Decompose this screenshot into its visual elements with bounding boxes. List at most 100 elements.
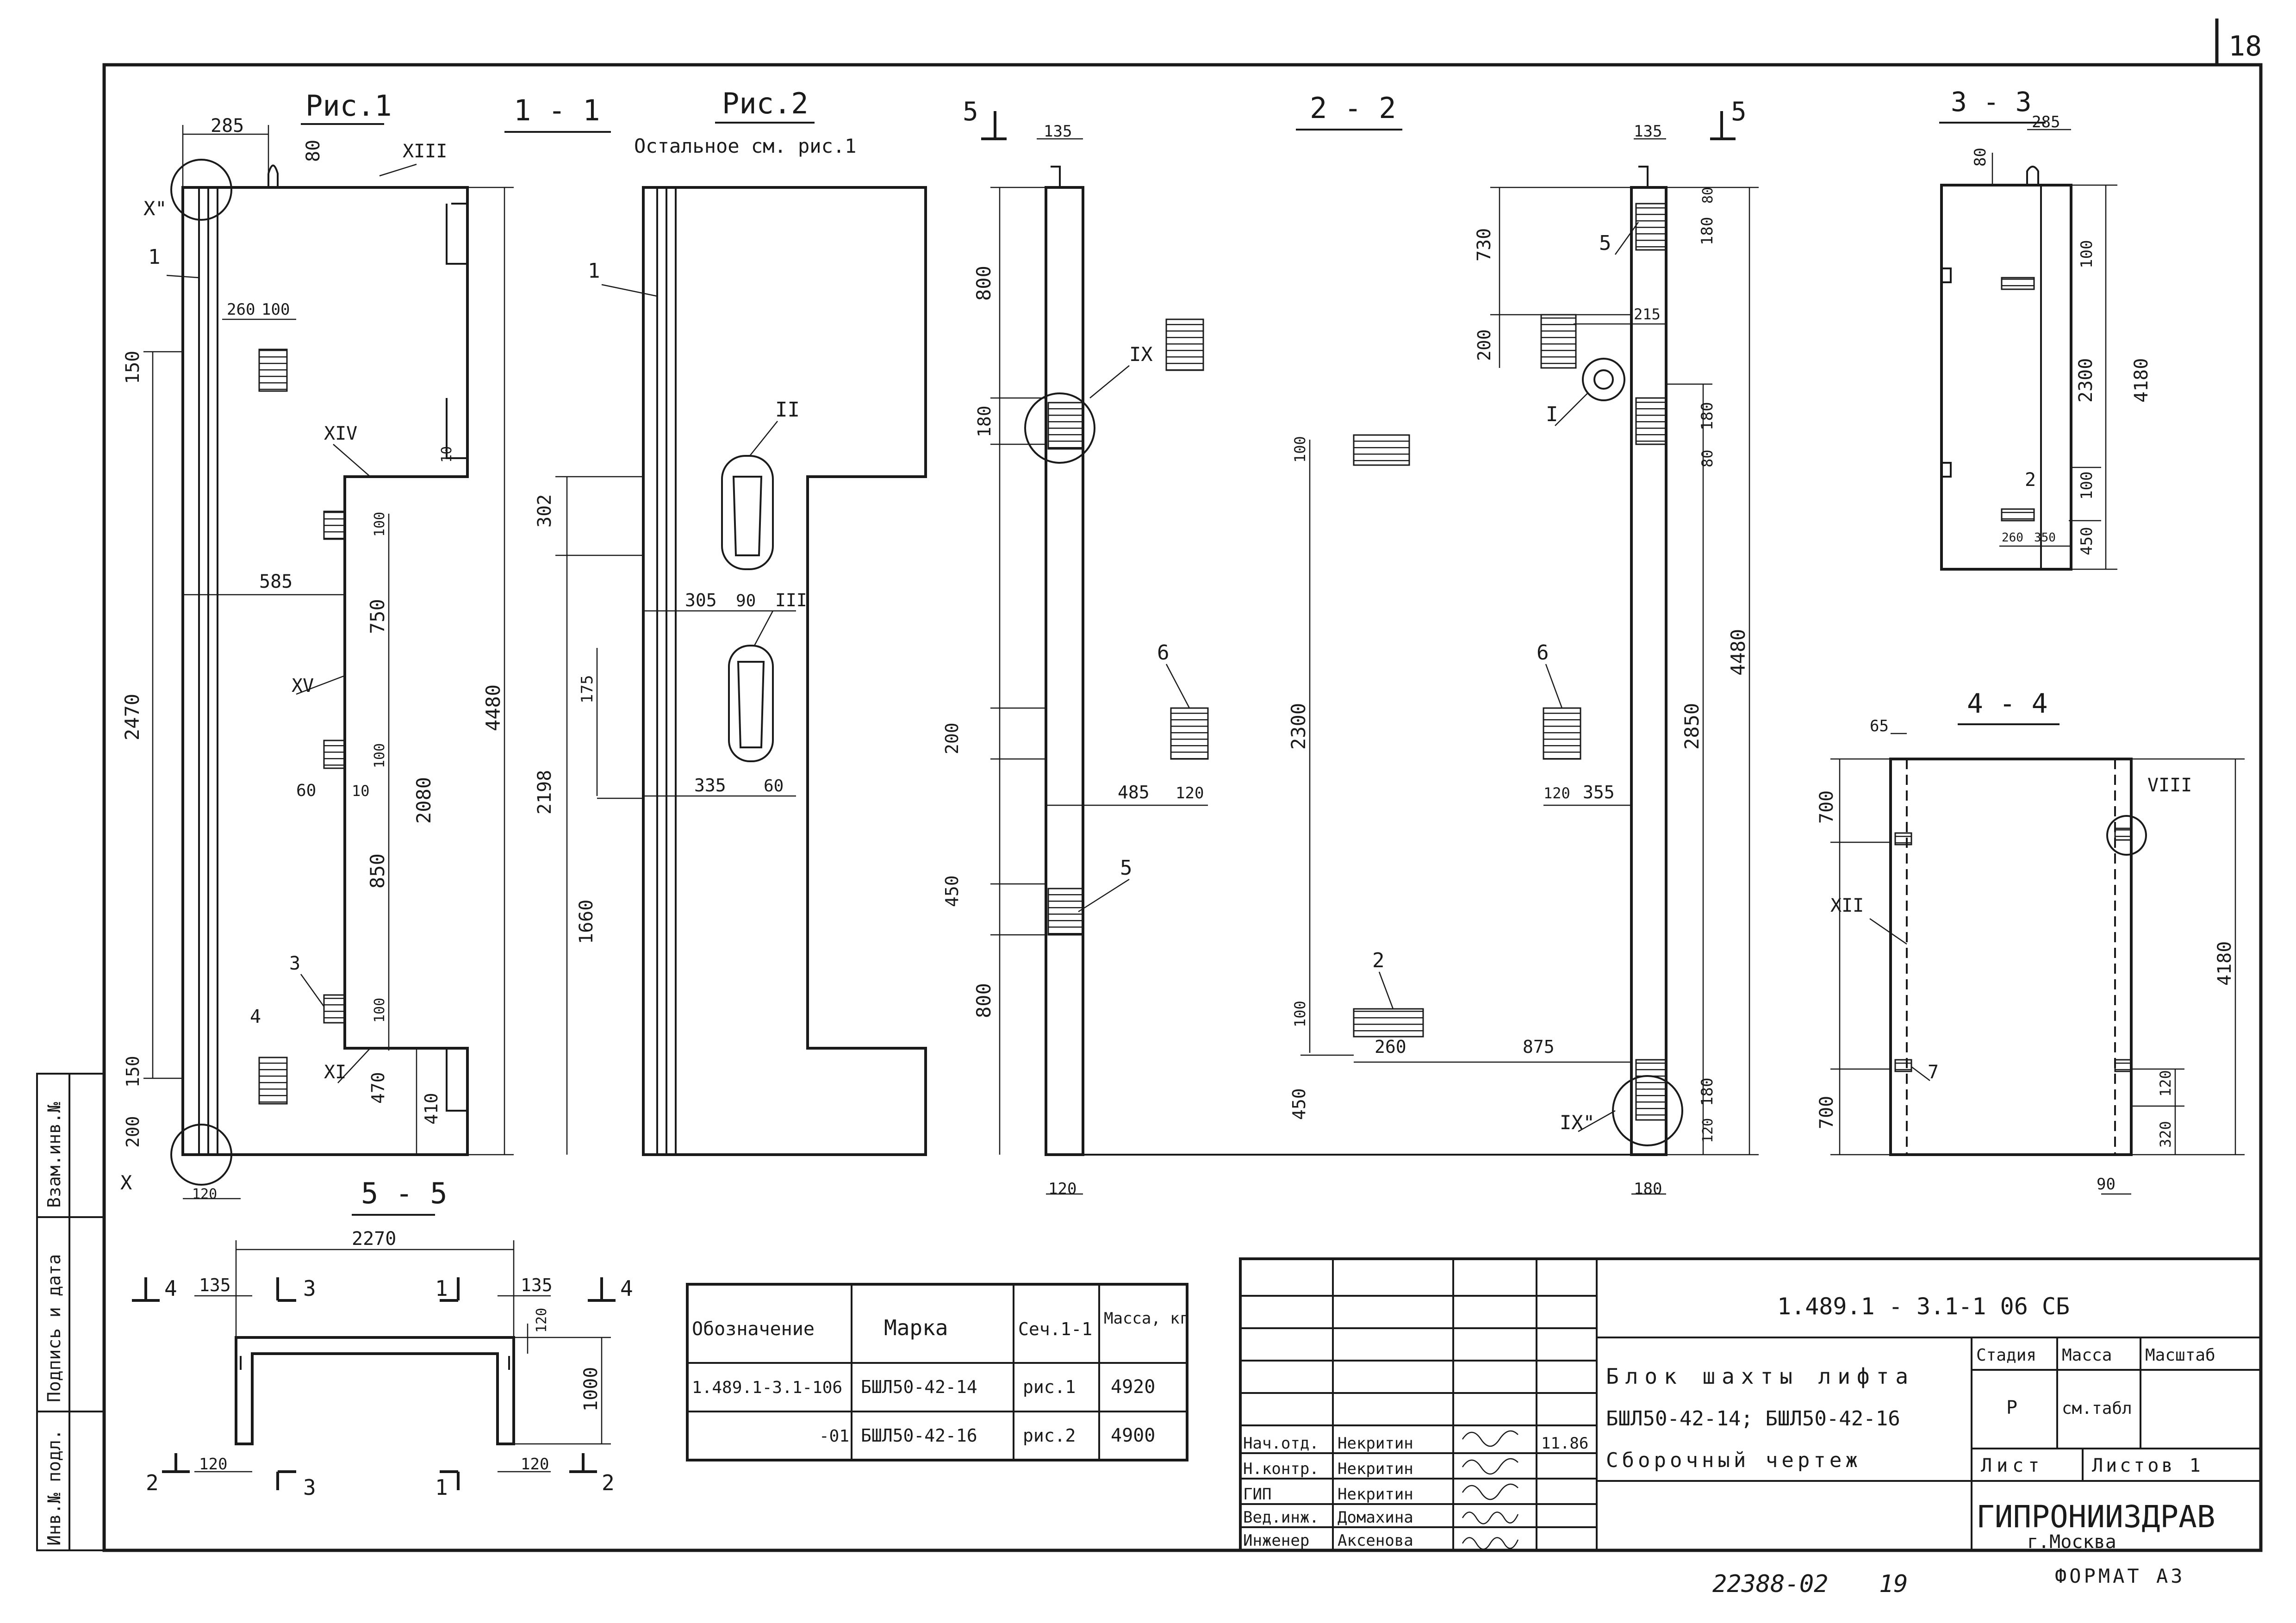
marker: 1 [148, 245, 161, 269]
dim: 450 [942, 875, 962, 907]
view-fig2: Рис.2 Остальное см. рис.1 302 305 90 175… [534, 87, 927, 1156]
embed-33b [2001, 508, 2035, 522]
detail-circle-i [1582, 358, 1625, 401]
dim: 10 [352, 782, 370, 800]
spec-cell: рис.2 [1023, 1425, 1076, 1446]
dim: 730 [1474, 228, 1495, 261]
dim: 120 [1700, 1118, 1716, 1143]
embed-3-c [323, 994, 346, 1024]
embed-44c [2114, 827, 2132, 841]
dim: 355 [1583, 782, 1615, 802]
dim: 800 [972, 266, 995, 301]
dim: 100 [372, 998, 388, 1023]
dim: 80 [1971, 148, 1990, 167]
embed-5-c [1635, 203, 1667, 251]
dim: 100 [2078, 472, 2096, 500]
dim: 320 [2157, 1121, 2174, 1148]
view-fig1: Рис.1 1 - 1 285 80 260 100 [120, 89, 611, 1202]
dim: 260 [1375, 1037, 1406, 1057]
spec-header: Марка [884, 1315, 948, 1340]
spec-cell: БШЛ50-42-16 [861, 1425, 977, 1446]
view-section-5-5: 5 - 5 2270 135 135 120 [132, 1176, 633, 1500]
marker: 7 [1928, 1062, 1939, 1083]
dim: 875 [1523, 1037, 1555, 1057]
dim: 180 [974, 405, 995, 437]
dim: 800 [972, 983, 995, 1018]
sig-name: Аксенова [1338, 1531, 1413, 1550]
dim: 135 [1634, 122, 1662, 141]
marker: XII [1830, 895, 1864, 916]
sig-name: Домахина [1338, 1508, 1413, 1527]
dim: 80 [1700, 187, 1716, 204]
page-number: 18 [2228, 30, 2262, 62]
stamp-replace-inv: Взам.инв.№ [44, 1102, 64, 1208]
marker: 2 [2025, 469, 2036, 491]
doc-code: 1.489.1 - 3.1-1 06 СБ [1777, 1293, 2070, 1320]
dim: 470 [368, 1072, 388, 1104]
dim: 120 [1543, 784, 1570, 802]
dim: 750 [366, 599, 389, 634]
dim: 100 [2078, 240, 2096, 268]
fig2-subtitle: Остальное см. рис.1 [634, 135, 856, 157]
embed-block [1353, 434, 1410, 466]
dim: 135 [199, 1275, 231, 1295]
dim: 260 [2002, 531, 2023, 545]
embed-3-a [323, 510, 346, 540]
dim: 135 [521, 1275, 553, 1295]
sig-name: Некритин [1338, 1460, 1413, 1478]
spec-header: Обозначение [692, 1318, 815, 1340]
dim: 200 [1474, 329, 1494, 361]
product-name-3: Сборочный чертеж [1606, 1449, 1861, 1472]
stage-label: Стадия [1976, 1346, 2036, 1365]
dim: 410 [421, 1093, 442, 1125]
embed-6-b [1543, 707, 1581, 760]
dim: 2080 [412, 777, 435, 824]
spec-cell: 4920 [1111, 1376, 1155, 1398]
dim: 585 [259, 571, 292, 592]
marker: 5 [1599, 231, 1612, 255]
dim: 2198 [534, 770, 555, 815]
spec-header: Сеч.1-1 [1018, 1319, 1092, 1339]
sec22-title: 2 - 2 [1310, 91, 1396, 125]
embed-44d [2114, 1059, 2132, 1072]
embed-44b [1894, 1059, 1912, 1072]
product-name-1: Блок шахты лифта [1606, 1364, 1915, 1389]
dim: 135 [1044, 122, 1072, 141]
embed-6-a [1170, 707, 1209, 760]
dim: 175 [578, 675, 597, 703]
dim: 120 [521, 1455, 549, 1474]
dim: 285 [2032, 113, 2060, 131]
sig-role: Н.контр. [1243, 1460, 1319, 1478]
marker: I [1546, 403, 1558, 426]
marker: III [775, 590, 807, 610]
dim: 285 [211, 115, 244, 137]
marker: 2 [1372, 949, 1385, 972]
cut-label: 1 [435, 1475, 448, 1500]
dim: 1000 [580, 1367, 602, 1412]
footer-number: 22388-02 [1712, 1570, 1828, 1598]
dim: 150 [122, 351, 143, 384]
dim: 120 [192, 1186, 217, 1202]
sig-role: Вед.инж. [1243, 1508, 1319, 1527]
marker: VIII [2147, 775, 2192, 796]
spec-cell: БШЛ50-42-14 [861, 1377, 977, 1397]
stamp-orig-inv: Инв.№ подл. [44, 1429, 64, 1546]
stamp-sign-date: Подпись и дата [44, 1254, 64, 1402]
spec-cell: 1.489.1-3.1-106 [692, 1378, 842, 1397]
cut-label: 4 [620, 1276, 633, 1301]
dim: 100 [372, 512, 388, 537]
marker: IX [1129, 343, 1153, 366]
dim: 700 [1816, 1096, 1837, 1129]
cut-5-left: 5 [963, 97, 978, 127]
cut-label: 2 [602, 1470, 615, 1495]
dim: 80 [303, 140, 324, 162]
marker: X [120, 1171, 132, 1194]
dim: 100 [372, 743, 388, 768]
marker: XIII [403, 141, 447, 162]
dim: 2470 [121, 694, 143, 740]
opening-ii [721, 455, 774, 570]
dim: 260 [227, 300, 255, 319]
detail-circle-x2 [170, 159, 232, 221]
embed-3-b [323, 740, 346, 769]
marker: 1 [588, 259, 600, 283]
